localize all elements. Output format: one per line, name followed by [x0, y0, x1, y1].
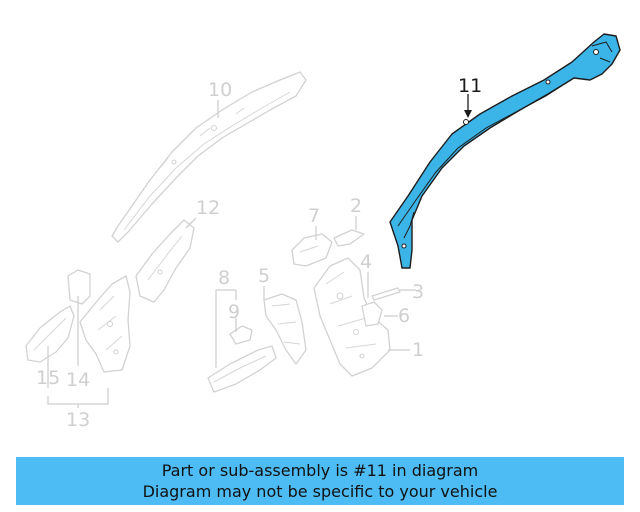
leader-lines [47, 94, 472, 408]
callout-12: 12 [196, 197, 220, 219]
callout-2: 2 [350, 195, 362, 217]
part-11-pillar-rail[interactable] [389, 33, 621, 269]
callout-1: 1 [412, 339, 424, 361]
part-10-roof-rail[interactable] [111, 71, 307, 243]
part-3-strip[interactable] [371, 287, 401, 301]
callout-7: 7 [308, 205, 320, 227]
part-15-bracket[interactable] [25, 305, 75, 363]
callout-10: 10 [208, 79, 232, 101]
part-8-sill[interactable] [207, 345, 277, 393]
callout-9: 9 [228, 301, 240, 323]
callout-4: 4 [360, 251, 372, 273]
part-13-lower-pillar[interactable] [79, 275, 131, 373]
part-14-bracket[interactable] [67, 269, 91, 305]
parts-diagram: 10 12 7 2 4 3 6 1 5 8 9 15 14 13 11 [25, 33, 621, 431]
part-2-bracket[interactable] [333, 229, 365, 247]
part-12-pillar-reinforcement[interactable] [135, 219, 195, 303]
callout-11: 11 [458, 75, 482, 97]
part-9-bracket[interactable] [229, 325, 253, 345]
callout-13: 13 [66, 409, 90, 431]
banner-line-1: Part or sub-assembly is #11 in diagram [161, 461, 479, 480]
callout-6: 6 [398, 305, 410, 327]
part-7-bracket[interactable] [291, 233, 333, 267]
callout-15: 15 [36, 367, 60, 389]
part-6-block[interactable] [361, 301, 383, 327]
banner-line-2: Diagram may not be specific to your vehi… [142, 482, 498, 501]
info-banner: Part or sub-assembly is #11 in diagram D… [16, 457, 624, 505]
callout-14: 14 [66, 369, 90, 391]
part-1-front-pillar[interactable] [313, 257, 391, 377]
callout-5: 5 [258, 265, 270, 287]
callout-3: 3 [412, 281, 424, 303]
callout-8: 8 [218, 267, 230, 289]
part-5-panel[interactable] [263, 293, 307, 365]
